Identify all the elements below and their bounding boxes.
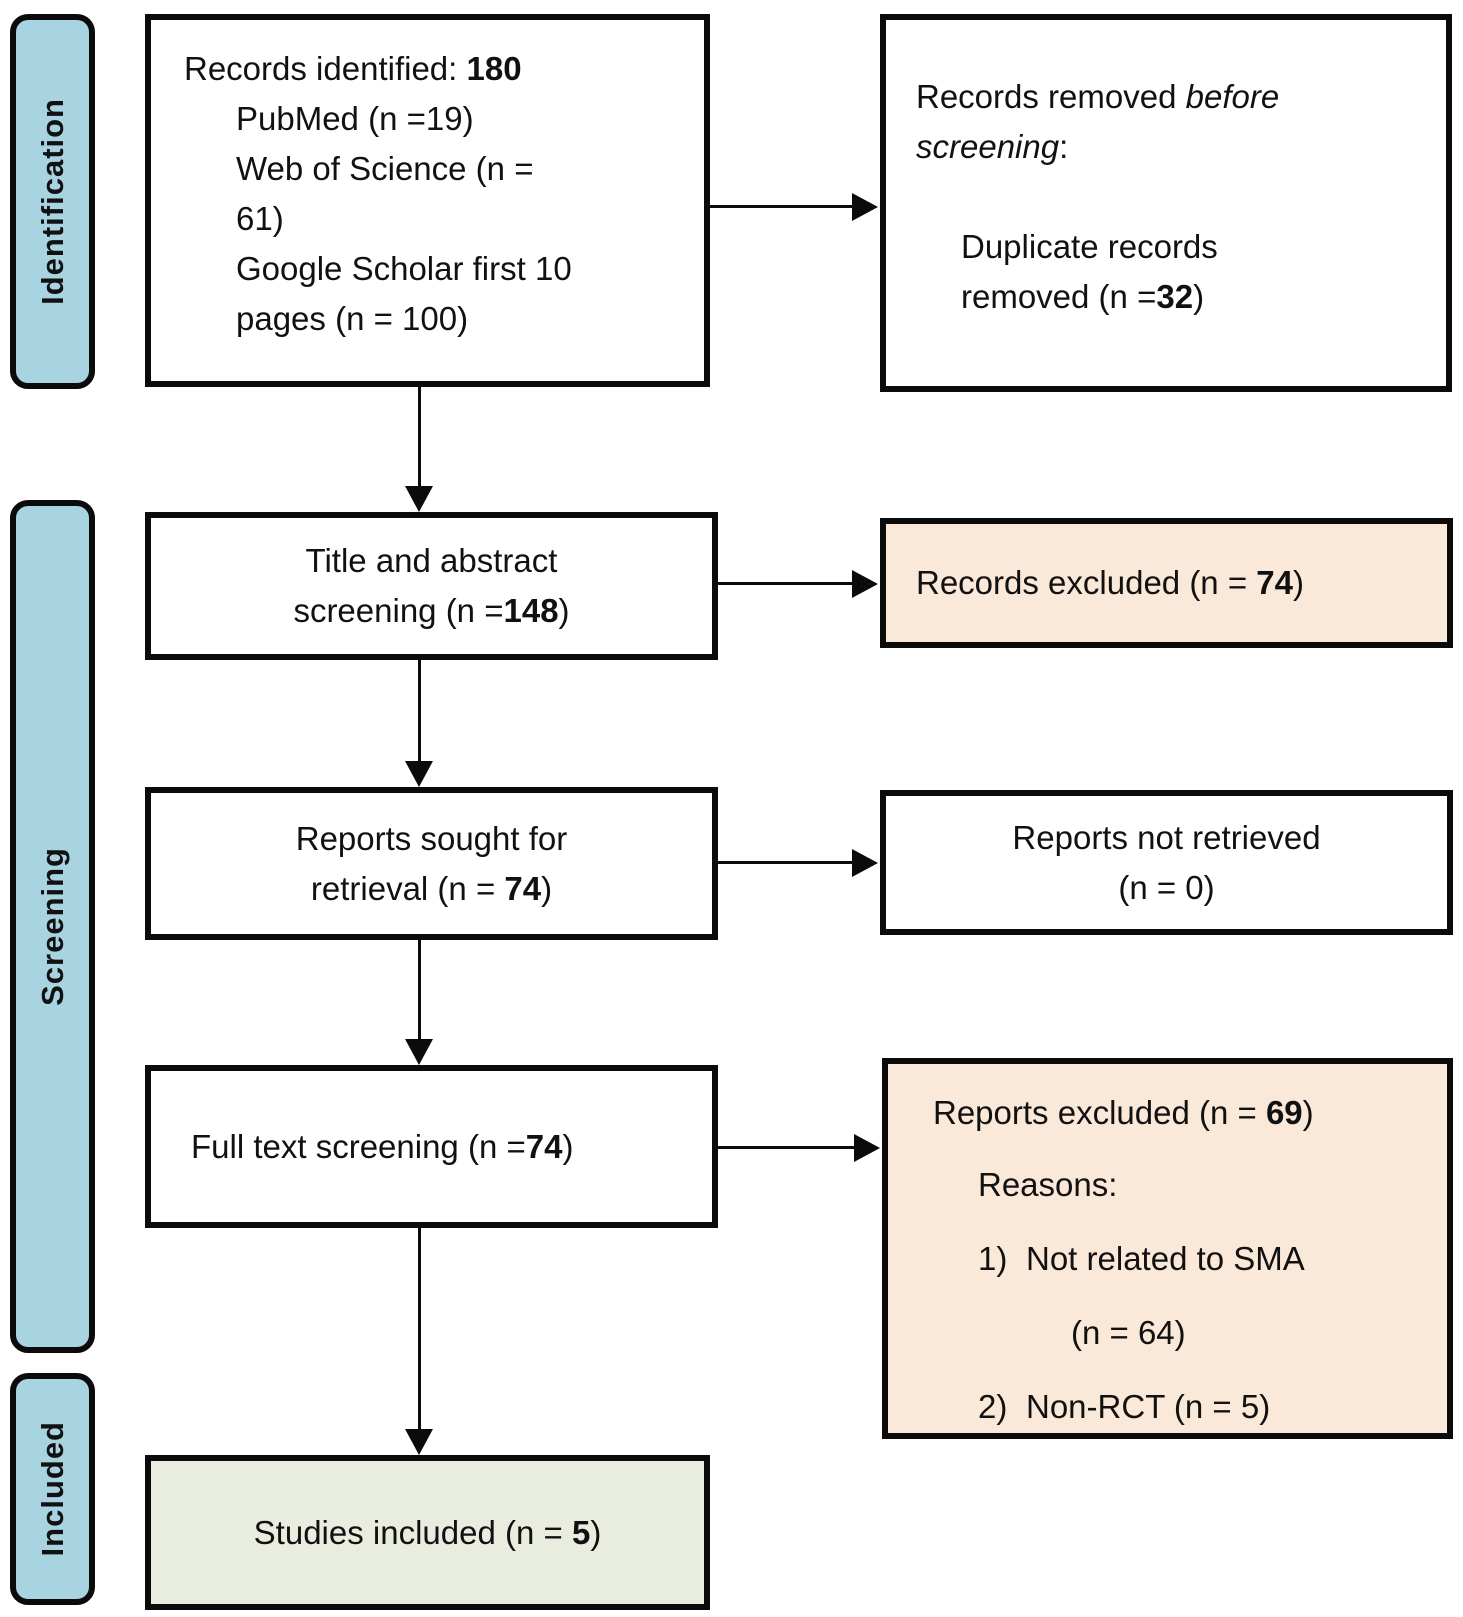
arrow-retrieval-to-fulltext-arrowhead bbox=[405, 1039, 433, 1065]
records-removed-box: Records removed before screening: Duplic… bbox=[880, 14, 1452, 392]
reason-1-number: 1) bbox=[978, 1240, 1008, 1277]
arrow-screening-to-excluded-line bbox=[718, 582, 854, 585]
title-abstract-suffix: ) bbox=[558, 592, 570, 629]
reports-excluded-box: Reports excluded (n = 69) Reasons: 1) No… bbox=[882, 1058, 1453, 1439]
stage-label-screening: Screening bbox=[34, 847, 70, 1006]
duplicates-removed-suffix: ) bbox=[1193, 278, 1205, 315]
source-pubmed: PubMed (n =19) bbox=[236, 100, 474, 137]
source-google-scholar-line1: Google Scholar first 10 bbox=[236, 250, 572, 287]
arrow-fulltext-to-reportsexcluded-arrowhead bbox=[854, 1134, 880, 1162]
duplicates-removed-count: 32 bbox=[1156, 278, 1194, 315]
records-identified-title: Records identified: 180 bbox=[184, 44, 684, 94]
records-identified-count: 180 bbox=[466, 50, 522, 87]
arrow-retrieval-to-notretrieved-arrowhead bbox=[852, 849, 878, 877]
records-removed-line1-italic: before bbox=[1185, 78, 1280, 115]
arrow-fulltext-to-included-arrowhead bbox=[405, 1429, 433, 1455]
full-text-prefix: Full text screening (n = bbox=[191, 1127, 526, 1165]
studies-included-line: Studies included (n = 5) bbox=[254, 1508, 602, 1558]
reports-sought-count: 74 bbox=[504, 869, 542, 907]
title-abstract-line2: screening (n =148) bbox=[293, 586, 569, 636]
stage-label-included: Included bbox=[34, 1421, 70, 1557]
source-google-scholar-line2: pages (n = 100) bbox=[236, 300, 469, 337]
reason-1-count: (n = 64) bbox=[1071, 1314, 1186, 1351]
arrow-identified-to-screening-line bbox=[418, 387, 421, 489]
arrow-identified-to-removed-line bbox=[710, 205, 854, 208]
reasons-label: Reasons: bbox=[978, 1166, 1118, 1203]
reports-sought-line2: retrieval (n = 74) bbox=[311, 864, 552, 914]
reports-not-retrieved-line1: Reports not retrieved bbox=[1012, 818, 1321, 856]
reports-excluded-count: 69 bbox=[1265, 1094, 1303, 1131]
stage-label-identification: Identification bbox=[34, 98, 70, 305]
duplicates-removed-line1: Duplicate records bbox=[961, 228, 1218, 265]
reason-2: 2) Non-RCT (n = 5) bbox=[933, 1382, 1431, 1432]
reports-excluded-prefix: Reports excluded (n = bbox=[933, 1094, 1266, 1131]
records-identified-title-text: Records identified: bbox=[184, 50, 467, 87]
arrow-retrieval-to-fulltext-line bbox=[418, 940, 421, 1041]
reports-excluded-line1: Reports excluded (n = 69) bbox=[933, 1088, 1431, 1138]
full-text-count: 74 bbox=[525, 1127, 563, 1165]
arrow-fulltext-to-included-line bbox=[418, 1228, 421, 1431]
records-removed-line2-colon: : bbox=[1059, 128, 1069, 165]
arrow-screening-to-retrieval-arrowhead bbox=[405, 761, 433, 787]
stage-tab-screening: Screening bbox=[10, 500, 95, 1353]
full-text-suffix: ) bbox=[562, 1127, 574, 1165]
arrow-identified-to-screening-arrowhead bbox=[405, 486, 433, 512]
reports-excluded-suffix: ) bbox=[1302, 1094, 1314, 1131]
studies-included-count: 5 bbox=[571, 1513, 591, 1551]
records-removed-line1-text: Records removed bbox=[916, 78, 1186, 115]
reason-1: 1) Not related to SMA bbox=[933, 1234, 1431, 1284]
reason-1-text: Not related to SMA bbox=[1026, 1240, 1305, 1277]
reports-not-retrieved-box: Reports not retrieved (n = 0) bbox=[880, 790, 1453, 935]
records-excluded-prefix: Records excluded (n = bbox=[916, 564, 1257, 601]
arrow-screening-to-retrieval-line bbox=[418, 660, 421, 763]
studies-included-box: Studies included (n = 5) bbox=[145, 1455, 710, 1610]
reason-2-number: 2) bbox=[978, 1388, 1008, 1425]
studies-included-prefix: Studies included (n = bbox=[253, 1513, 572, 1551]
arrow-identified-to-removed-arrowhead bbox=[852, 193, 878, 221]
title-abstract-screening-box: Title and abstract screening (n =148) bbox=[145, 512, 718, 660]
records-removed-line2-italic: screening bbox=[916, 128, 1060, 165]
reports-sought-box: Reports sought for retrieval (n = 74) bbox=[145, 787, 718, 940]
stage-tab-identification: Identification bbox=[10, 14, 95, 389]
reports-sought-suffix: ) bbox=[541, 869, 553, 907]
records-excluded-box: Records excluded (n = 74) bbox=[880, 518, 1453, 648]
title-abstract-prefix: screening (n = bbox=[293, 592, 504, 629]
source-web-of-science-line2: 61) bbox=[236, 200, 284, 237]
arrow-screening-to-excluded-arrowhead bbox=[852, 570, 878, 598]
records-removed-line1: Records removed before bbox=[916, 72, 1426, 122]
reports-not-retrieved-line2: (n = 0) bbox=[1118, 868, 1215, 906]
records-removed-line2: screening: bbox=[916, 122, 1426, 172]
source-web-of-science-line1: Web of Science (n = bbox=[236, 150, 534, 187]
records-excluded-count: 74 bbox=[1256, 564, 1293, 601]
spacer bbox=[916, 172, 1426, 222]
records-excluded-line: Records excluded (n = 74) bbox=[916, 558, 1304, 608]
studies-included-suffix: ) bbox=[590, 1513, 602, 1551]
title-abstract-count: 148 bbox=[503, 592, 559, 629]
full-text-screening-box: Full text screening (n =74) bbox=[145, 1065, 718, 1228]
full-text-line: Full text screening (n =74) bbox=[191, 1122, 573, 1172]
stage-tab-included: Included bbox=[10, 1373, 95, 1605]
records-excluded-suffix: ) bbox=[1292, 564, 1304, 601]
title-abstract-line1: Title and abstract bbox=[305, 542, 558, 579]
reports-sought-line1: Reports sought for bbox=[295, 819, 568, 857]
duplicates-removed-line2: removed (n =32) bbox=[916, 272, 1426, 322]
arrow-fulltext-to-reportsexcluded-line bbox=[718, 1146, 856, 1149]
duplicates-removed-prefix: removed (n = bbox=[961, 278, 1157, 315]
records-identified-box: Records identified: 180 PubMed (n =19) W… bbox=[145, 14, 710, 387]
reports-sought-prefix: retrieval (n = bbox=[310, 869, 505, 907]
arrow-retrieval-to-notretrieved-line bbox=[718, 861, 854, 864]
reason-2-text: Non-RCT (n = 5) bbox=[1026, 1388, 1271, 1425]
